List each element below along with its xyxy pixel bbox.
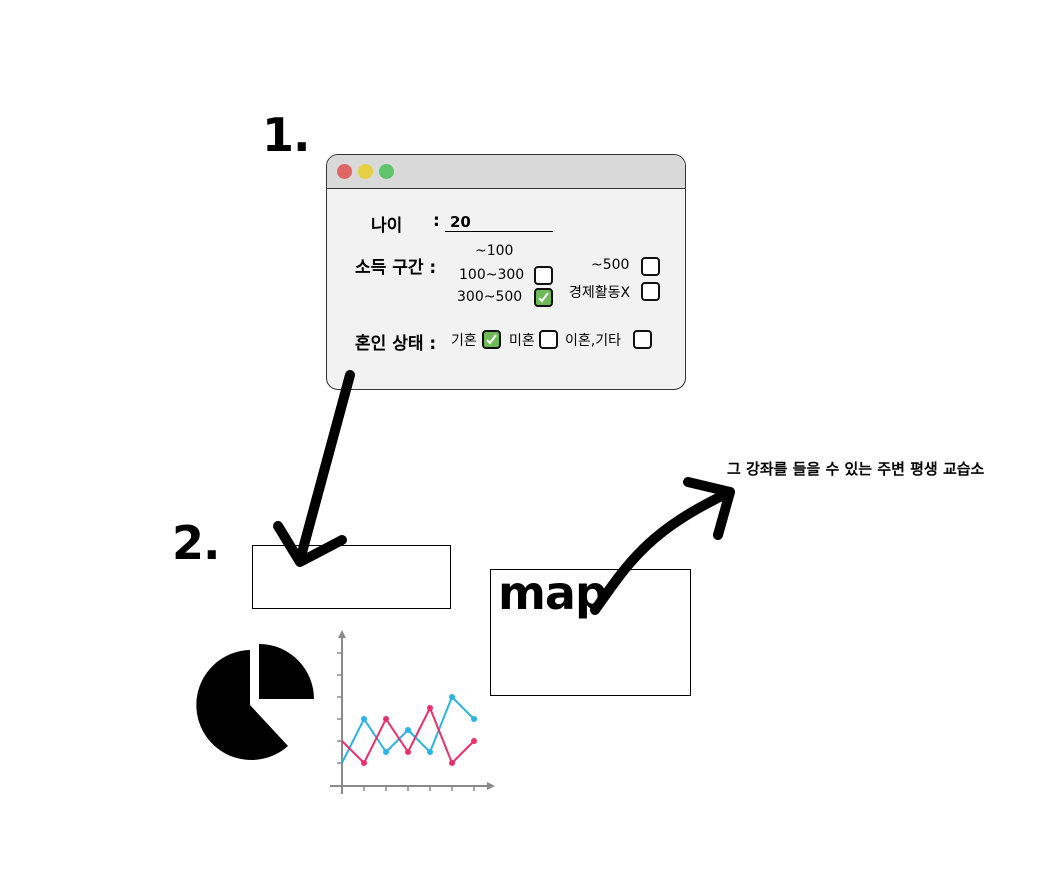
income-option-label: ~500 (591, 257, 630, 273)
nearby-learning-centers-caption: 그 강좌를 들을 수 있는 주변 평생 교습소 (727, 460, 985, 478)
step-1-label: 1. (262, 108, 310, 162)
maximize-window-dot[interactable] (379, 164, 394, 179)
chart-data-point (427, 705, 433, 711)
chart-data-point (449, 694, 455, 700)
check-icon (486, 334, 497, 345)
age-input[interactable]: 20 (450, 213, 471, 231)
check-icon (538, 292, 549, 303)
chart-data-point (449, 760, 455, 766)
close-window-dot[interactable] (337, 164, 352, 179)
income-option-label: 300~500 (457, 289, 523, 305)
step-2-label: 2. (172, 516, 220, 570)
chart-data-point (405, 727, 411, 733)
marital-option-label: 미혼 (509, 333, 535, 349)
minimize-window-dot[interactable] (358, 164, 373, 179)
income-checkbox-300-500[interactable] (534, 288, 553, 307)
income-option-label: 경제활동X (569, 285, 631, 301)
marital-checkbox-divorced-other[interactable] (633, 330, 652, 349)
arrow-down-to-result-icon (273, 370, 355, 567)
marital-label: 혼인 상태 : (355, 334, 437, 354)
arrow-to-caption-icon (590, 477, 735, 615)
income-checkbox-500[interactable] (641, 257, 660, 276)
chart-data-point (427, 749, 433, 755)
income-label: 소득 구간 : (355, 258, 437, 278)
age-label: 나이 (371, 216, 403, 236)
map-label: map (498, 566, 608, 620)
income-checkbox-100-300[interactable] (534, 266, 553, 285)
chart-data-point (383, 716, 389, 722)
marital-checkbox-married[interactable] (482, 330, 501, 349)
map-box (490, 569, 691, 696)
result-box (252, 545, 451, 609)
marital-checkbox-single[interactable] (539, 330, 558, 349)
chart-data-point (471, 738, 477, 744)
line-chart-icon (330, 630, 495, 794)
income-option-label: ~100 (475, 243, 514, 259)
chart-data-point (471, 716, 477, 722)
marital-option-label: 이혼,기타 (565, 333, 621, 349)
chart-data-point (383, 749, 389, 755)
chart-data-point (405, 749, 411, 755)
window-titlebar (327, 155, 685, 189)
income-checkbox-no-economic-activity[interactable] (641, 282, 660, 301)
pie-chart-icon (196, 644, 314, 760)
age-colon: : (433, 211, 440, 231)
chart-data-point (361, 716, 367, 722)
marital-option-label: 기혼 (451, 333, 477, 349)
chart-data-point (361, 760, 367, 766)
income-option-label: 100~300 (459, 267, 525, 283)
chart-series-group (341, 694, 477, 766)
age-input-underline (445, 231, 553, 232)
form-window: 나이 : 20 소득 구간 : ~100 100~300 300~500 ~50… (326, 154, 686, 390)
